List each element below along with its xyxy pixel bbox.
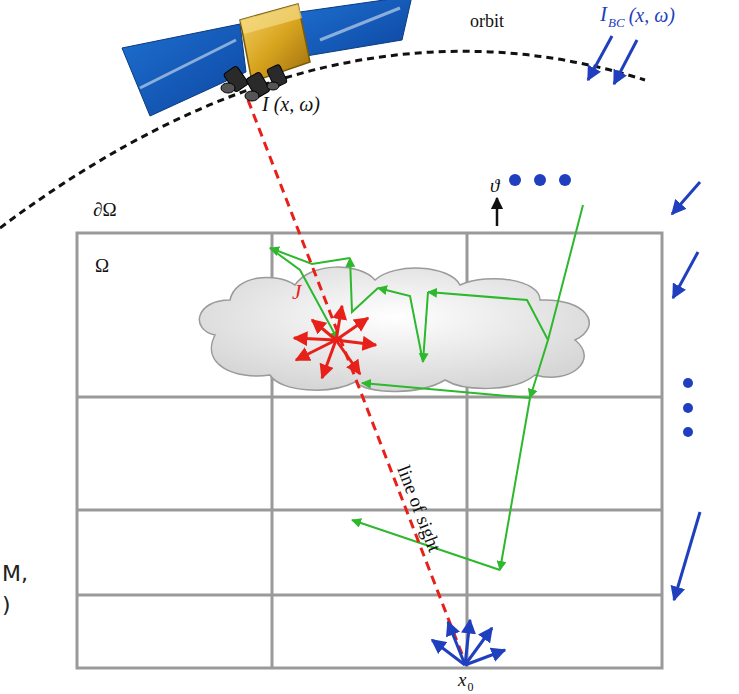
grid-domain [77,233,662,668]
line-of-sight [248,100,465,662]
source-burst [294,306,376,378]
direction-arrow [496,198,499,226]
boundary-label: ∂Ω [93,200,117,219]
source-label: J [292,282,301,303]
orbit-label: orbit [470,12,504,30]
radiance-label: I (x, ω) [262,94,320,114]
continuation-dots [509,174,693,437]
scattering-paths [270,205,583,570]
boundary-subscript: BC [608,16,625,29]
boundary-symbol: I [600,4,607,25]
orbit-path [0,51,645,228]
boundary-arrows [588,36,700,600]
point-label: x [458,670,466,689]
cloud-shape [199,267,589,391]
point-subscript: 0 [467,681,473,693]
surface-burst [432,620,505,665]
cut-text: ) [2,594,11,616]
satellite-icon [122,0,412,116]
boundary-args: (x, ω) [629,5,675,25]
cut-text: M, [2,563,28,585]
angle-label: ϑ [490,176,499,195]
domain-label: Ω [95,256,109,275]
